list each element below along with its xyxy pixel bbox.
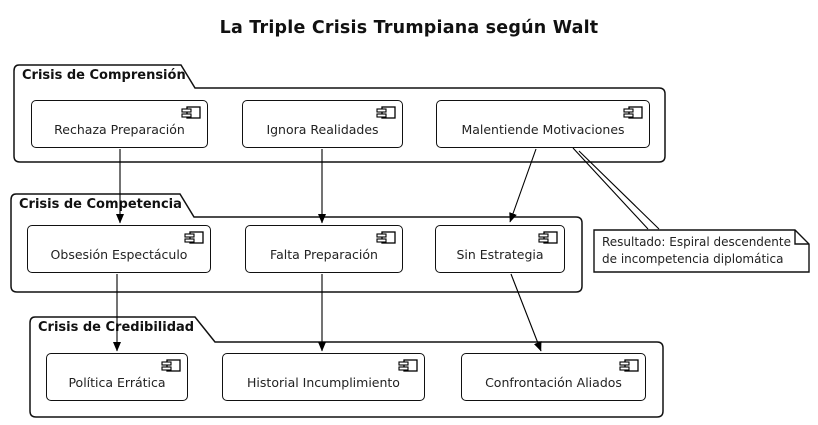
package-title: Crisis de Competencia	[19, 197, 182, 212]
result-note: Resultado: Espiral descendente de incomp…	[593, 229, 811, 274]
component-icon	[376, 231, 396, 244]
component-icon	[623, 106, 643, 119]
component-label: Malentiende Motivaciones	[461, 121, 625, 137]
component-label: Confrontación Aliados	[485, 374, 622, 390]
component-icon	[619, 359, 639, 372]
component-label: Ignora Realidades	[266, 121, 379, 137]
package-title: Crisis de Comprensión	[22, 68, 186, 83]
component-icon	[398, 359, 418, 372]
component-falta-preparacion: Falta Preparación	[245, 225, 403, 273]
package-title: Crisis de Credibilidad	[38, 320, 195, 335]
component-ignora-realidades: Ignora Realidades	[242, 100, 403, 148]
component-icon	[161, 359, 181, 372]
component-icon	[184, 231, 204, 244]
component-sin-estrategia: Sin Estrategia	[435, 225, 565, 273]
component-label: Historial Incumplimiento	[247, 374, 400, 390]
component-label: Falta Preparación	[270, 246, 378, 262]
component-malentiende-motivaciones: Malentiende Motivaciones	[436, 100, 650, 148]
component-politica-erratica: Política Errática	[46, 353, 188, 401]
component-obsesion-espectaculo: Obsesión Espectáculo	[27, 225, 211, 273]
note-line-1: Resultado: Espiral descendente	[602, 235, 791, 249]
diagram-title: La Triple Crisis Trumpiana según Walt	[219, 18, 599, 38]
component-confrontacion-aliados: Confrontación Aliados	[461, 353, 646, 401]
component-label: Obsesión Espectáculo	[50, 246, 188, 262]
component-historial-incumplimiento: Historial Incumplimiento	[222, 353, 425, 401]
note-outline	[593, 229, 810, 273]
component-rechaza-preparacion: Rechaza Preparación	[31, 100, 208, 148]
note-line-2: de incompetencia diplomática	[602, 252, 784, 266]
component-icon	[538, 231, 558, 244]
note-text: Resultado: Espiral descendente de incomp…	[602, 234, 791, 268]
component-icon	[181, 106, 201, 119]
component-icon	[376, 106, 396, 119]
component-label: Política Errática	[68, 374, 166, 390]
component-label: Sin Estrategia	[456, 246, 544, 262]
component-label: Rechaza Preparación	[54, 121, 185, 137]
